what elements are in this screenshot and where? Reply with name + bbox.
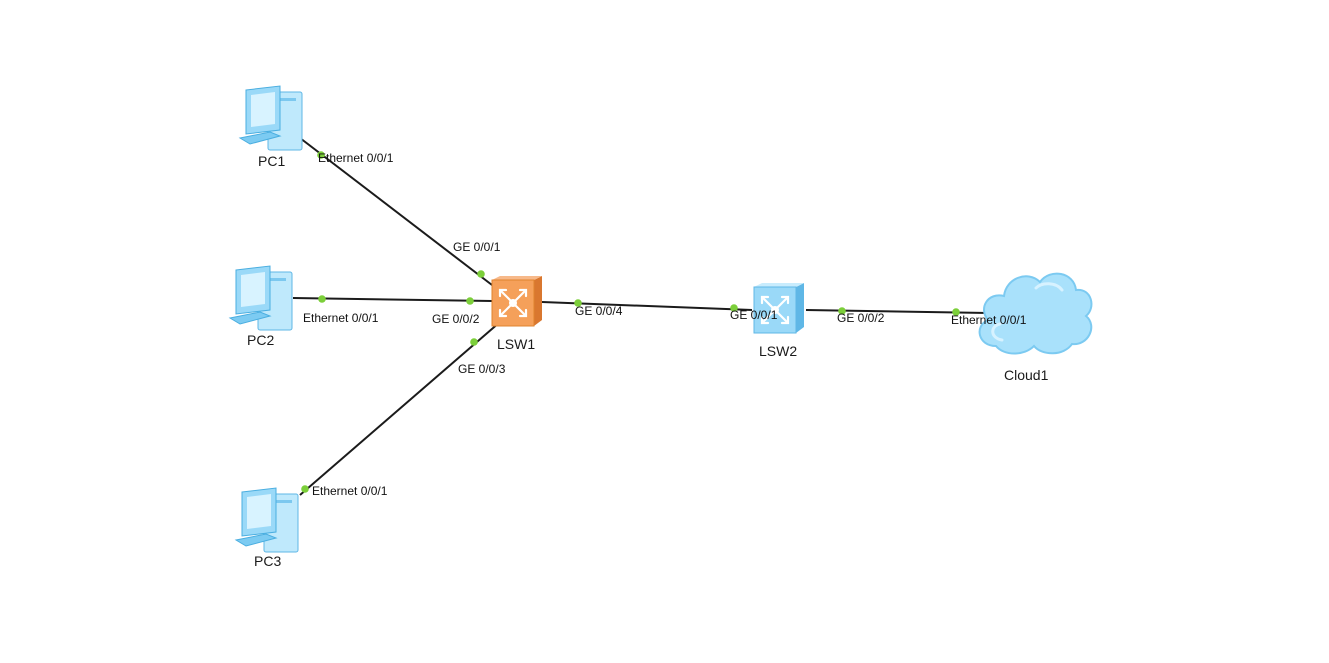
port-dot	[477, 270, 485, 278]
pc-icon	[228, 265, 293, 331]
port-dot	[838, 307, 846, 315]
port-label-lsw2-ge1: GE 0/0/1	[730, 308, 778, 322]
node-pc3[interactable]: PC3	[234, 487, 299, 569]
port-label-lsw2-ge2: GE 0/0/2	[837, 311, 885, 325]
port-dot	[952, 308, 960, 316]
port-dot	[470, 338, 478, 346]
port-label-pc3-eth: Ethernet 0/0/1	[312, 484, 388, 498]
port-dot	[317, 151, 325, 159]
port-dot	[466, 297, 474, 305]
cloud-icon	[978, 272, 1093, 355]
link-pc2-lsw1[interactable]	[292, 297, 493, 302]
port-dot	[318, 295, 326, 303]
link-pc1-lsw1[interactable]	[299, 137, 493, 286]
node-pc2[interactable]: PC2	[228, 265, 293, 348]
port-dot	[574, 299, 582, 307]
port-label-lsw1-ge4: GE 0/0/4	[575, 304, 623, 318]
port-label-lsw1-ge3: GE 0/0/3	[458, 362, 506, 376]
port-label-pc1-eth: Ethernet 0/0/1	[318, 151, 394, 165]
link-pc3-lsw1[interactable]	[299, 321, 501, 496]
port-label-lsw1-ge2: GE 0/0/2	[432, 312, 480, 326]
port-dots	[301, 151, 960, 493]
lsw2-label: LSW2	[759, 343, 797, 359]
pc3-label: PC3	[254, 553, 281, 569]
port-labels: Ethernet 0/0/1 GE 0/0/1 Ethernet 0/0/1 G…	[303, 151, 1027, 498]
pc2-label: PC2	[247, 332, 274, 348]
lsw1-label: LSW1	[497, 336, 535, 352]
port-dot	[730, 304, 738, 312]
pc-icon	[234, 487, 299, 553]
node-pc1[interactable]: PC1	[238, 85, 303, 169]
pc1-label: PC1	[258, 153, 285, 169]
link-lsw1-lsw2[interactable]	[541, 301, 753, 311]
port-label-cloud1-eth: Ethernet 0/0/1	[951, 313, 1027, 327]
port-label-lsw1-ge1: GE 0/0/1	[453, 240, 501, 254]
node-cloud1[interactable]: Cloud1	[978, 272, 1093, 383]
cloud1-label: Cloud1	[1004, 367, 1049, 383]
node-lsw2[interactable]: LSW2	[753, 283, 804, 359]
port-label-pc2-eth: Ethernet 0/0/1	[303, 311, 379, 325]
pc-icon	[238, 85, 303, 151]
port-dot	[301, 485, 309, 493]
switch-icon	[753, 283, 804, 334]
switch-icon	[491, 276, 542, 327]
node-lsw1[interactable]: LSW1	[491, 276, 542, 352]
